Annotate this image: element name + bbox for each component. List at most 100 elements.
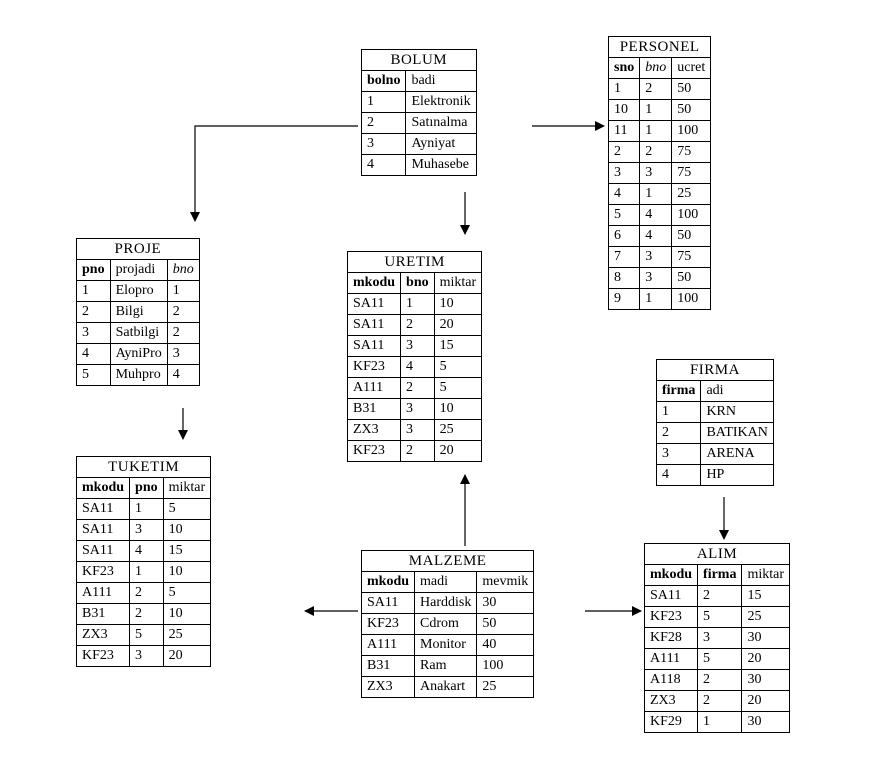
table-cell: 4 bbox=[129, 540, 164, 562]
table-cell: 7 bbox=[607, 246, 641, 268]
table-cell: A111 bbox=[346, 377, 402, 399]
table-cell: 5 bbox=[433, 356, 483, 378]
table-cell: 30 bbox=[741, 627, 791, 649]
table-cell: 3 bbox=[639, 267, 673, 289]
table-cell: 20 bbox=[162, 645, 212, 667]
table-title: ALIM bbox=[644, 543, 791, 564]
table-cell: 10 bbox=[433, 398, 483, 420]
table-cell: Bilgi bbox=[109, 301, 168, 323]
table-cell: 1 bbox=[639, 183, 673, 205]
table-cell: ARENA bbox=[700, 443, 774, 465]
table-cell: Monitor bbox=[414, 634, 478, 656]
table-cell: A111 bbox=[643, 648, 699, 670]
table-cell: SA11 bbox=[360, 592, 416, 614]
table-cell: 10 bbox=[162, 519, 212, 541]
column-header-mkodu: mkodu bbox=[346, 272, 402, 294]
table-cell: SA11 bbox=[75, 498, 131, 520]
column-header-ucret: ucret bbox=[671, 57, 712, 79]
table-cell: HP bbox=[700, 464, 774, 486]
table-cell: 5 bbox=[162, 582, 212, 604]
table-cell: 3 bbox=[129, 645, 164, 667]
table-cell: A111 bbox=[360, 634, 416, 656]
table-cell: Elektronik bbox=[405, 91, 477, 113]
table-cell: 10 bbox=[162, 603, 212, 625]
column-header-pno: pno bbox=[129, 477, 164, 499]
column-header-badi: badi bbox=[405, 70, 477, 92]
column-header-miktar: miktar bbox=[433, 272, 483, 294]
table-cell: KF23 bbox=[346, 356, 402, 378]
table-cell: 3 bbox=[400, 398, 435, 420]
table-cell: KF29 bbox=[643, 711, 699, 733]
table-cell: KF23 bbox=[75, 561, 131, 583]
table-cell: 3 bbox=[697, 627, 743, 649]
table-cell: 75 bbox=[671, 162, 712, 184]
table-cell: 20 bbox=[433, 314, 483, 336]
table-cell: A111 bbox=[75, 582, 131, 604]
table-cell: 3 bbox=[76, 322, 111, 344]
table-cell: Harddisk bbox=[414, 592, 478, 614]
table-cell: SA11 bbox=[643, 585, 699, 607]
table-cell: 1 bbox=[129, 561, 164, 583]
column-header-pno: pno bbox=[76, 259, 111, 281]
table-cell: 2 bbox=[639, 78, 673, 100]
table-cell: 25 bbox=[162, 624, 212, 646]
table-cell: Elopro bbox=[109, 280, 168, 302]
column-header-madi: madi bbox=[414, 571, 478, 593]
table-cell: 20 bbox=[741, 690, 791, 712]
table-cell: 3 bbox=[607, 162, 641, 184]
table-cell: 6 bbox=[607, 225, 641, 247]
table-cell: SA11 bbox=[346, 335, 402, 357]
table-cell: 30 bbox=[741, 711, 791, 733]
table-cell: 2 bbox=[400, 377, 435, 399]
table-cell: Satbilgi bbox=[109, 322, 168, 344]
table-title: PERSONEL bbox=[608, 36, 712, 57]
table-cell: B31 bbox=[360, 655, 416, 677]
column-header-firma: firma bbox=[697, 564, 743, 586]
table-cell: KF23 bbox=[346, 440, 402, 462]
table-cell: SA11 bbox=[346, 314, 402, 336]
table-cell: 25 bbox=[476, 676, 535, 698]
table-cell: 1 bbox=[360, 91, 407, 113]
table-cell: 1 bbox=[697, 711, 743, 733]
arrow-bolum-proje bbox=[190, 125, 358, 222]
table-cell: 100 bbox=[671, 204, 712, 226]
table-cell: 50 bbox=[671, 99, 712, 121]
table-cell: 25 bbox=[671, 183, 712, 205]
table-cell: 15 bbox=[741, 585, 791, 607]
table-cell: ZX3 bbox=[75, 624, 131, 646]
